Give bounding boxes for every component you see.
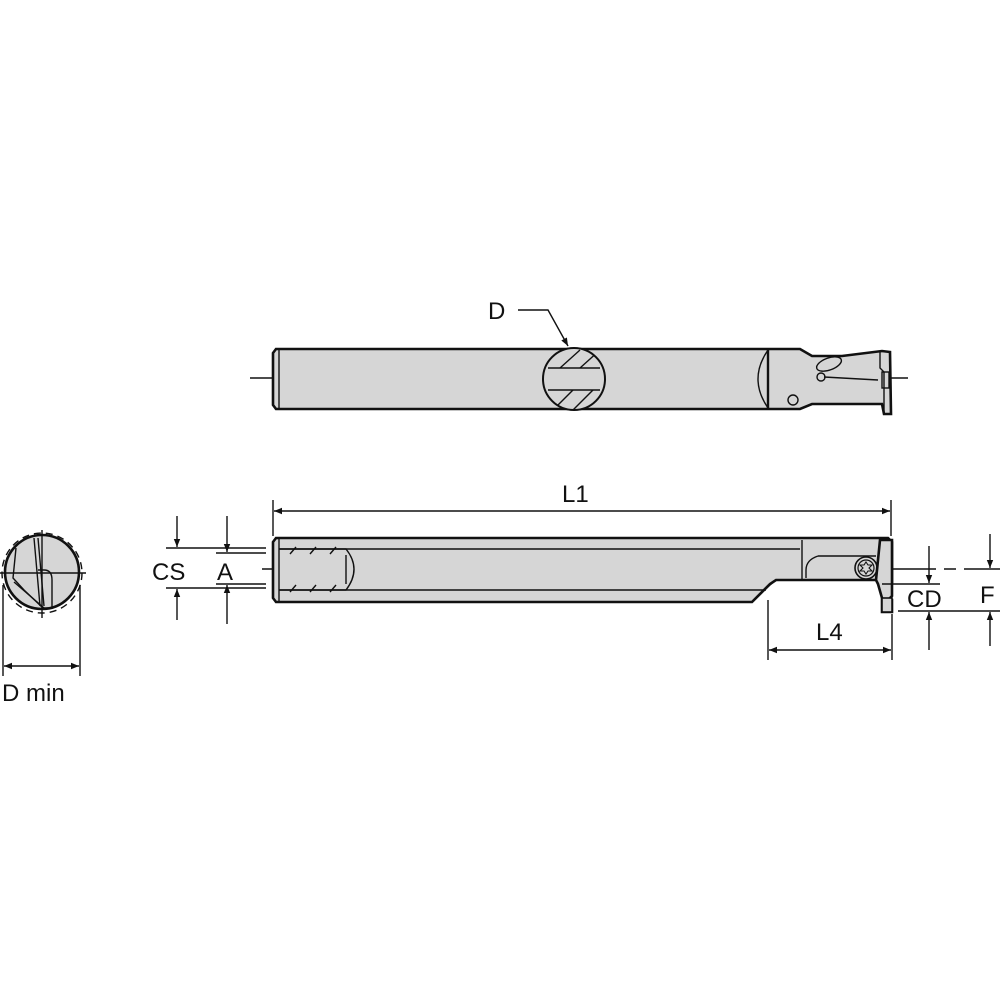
label-f: F [980,582,995,609]
label-cs: CS [152,559,185,586]
top-view: D [250,298,908,416]
insert-cutting-tip [881,597,893,613]
label-a: A [217,559,233,586]
label-l1: L1 [562,481,589,508]
torx-screw-icon [854,556,878,580]
coolant-channel [823,376,879,381]
side-view: L1 L4 CS A CD F [152,481,1000,660]
label-cd: CD [907,586,942,613]
coolant-bore [279,548,355,591]
neck-chamfer [751,579,777,603]
end-insert-edge-2 [37,537,45,607]
bore-hatch [289,546,337,593]
side-shank [271,536,894,604]
end-insert-edge-3 [13,581,45,609]
head-curve [805,555,819,578]
label-dmin: D min [2,680,65,707]
d-leader [518,309,569,347]
insert-edge [879,352,885,414]
screw-hole [787,394,799,406]
insert-tip [881,371,890,389]
section-hatch-icon [542,347,606,411]
label-d: D [488,298,505,325]
end-insert-edge-1 [33,537,41,607]
label-l4: L4 [816,619,843,646]
top-head-arc [757,349,769,409]
coolant-outlet-ellipse [815,356,843,372]
end-view: D min [0,530,86,707]
